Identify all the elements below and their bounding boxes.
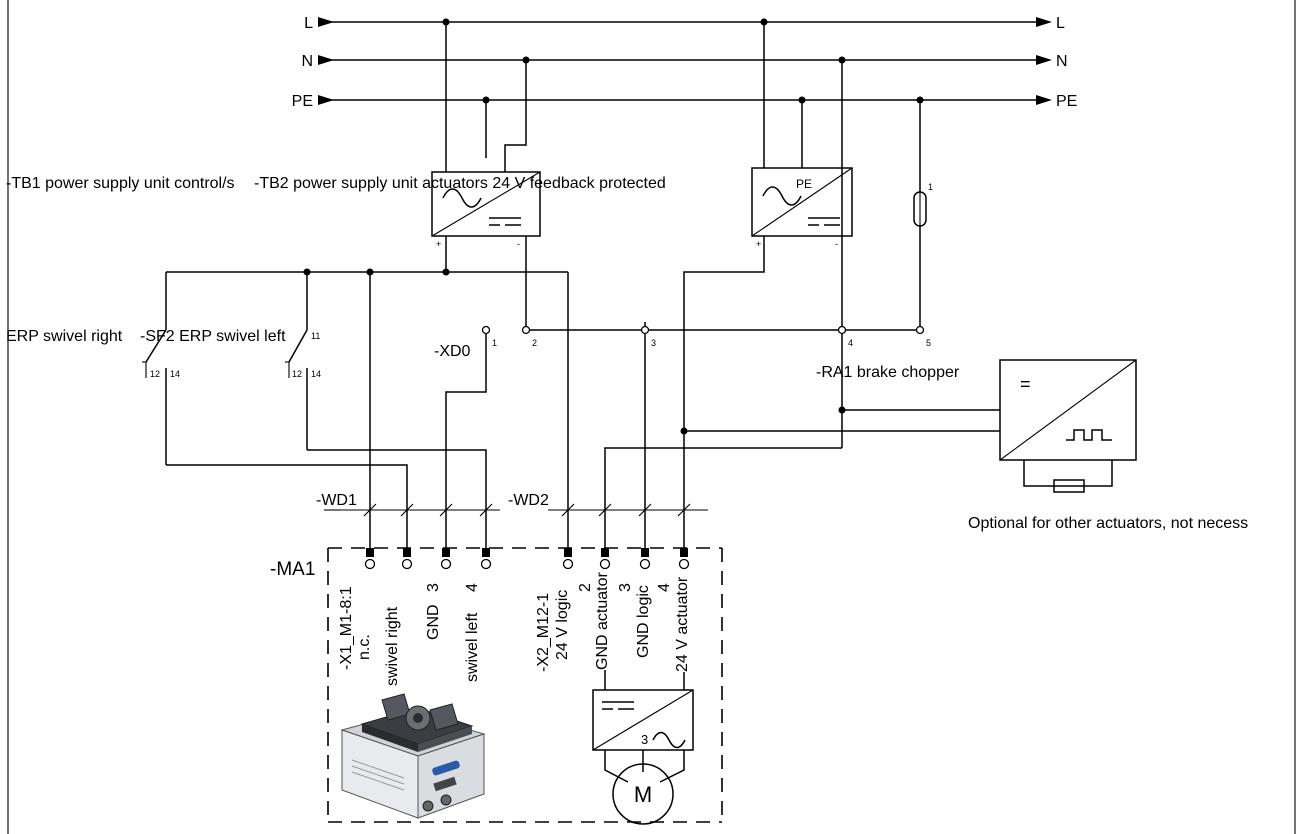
rail-n-in-label: N xyxy=(301,53,313,70)
xd0-pin-2: 2 xyxy=(532,338,537,348)
switch-contact-icon: 11 12 14 xyxy=(285,272,321,450)
tb1-label: -TB1 power supply unit control/s xyxy=(6,175,235,192)
tb2-minus-label: - xyxy=(835,239,838,249)
dc-symbol-icon xyxy=(602,701,634,710)
x2-pin2-num: 2 xyxy=(577,583,594,592)
sw1-14-label: 14 xyxy=(170,369,180,379)
x2-pin4-name: 24 V actuator xyxy=(674,576,691,672)
x1-pin3-name: GND xyxy=(425,604,442,640)
arrow-right-icon xyxy=(1036,55,1052,65)
tb1-minus-label: - xyxy=(517,239,520,249)
rail-l-in-label: L xyxy=(304,15,313,32)
rail-l: L L xyxy=(304,15,1065,32)
x1-pin4-name: swivel left xyxy=(464,612,481,682)
x1-pin1-name: n.c. xyxy=(356,634,373,660)
fuse-pin-label: 1 xyxy=(928,182,933,192)
arrow-right-icon xyxy=(1036,17,1052,27)
drawing-frame xyxy=(7,0,1296,834)
cable-wd2: -WD2 xyxy=(508,492,708,517)
tb2-power-supply: + - xyxy=(751,167,853,249)
ra1-label: -RA1 brake chopper xyxy=(816,364,960,381)
arrow-right-icon xyxy=(318,17,334,27)
fuse-icon: 1 xyxy=(913,182,933,227)
tb1-power-supply: + - xyxy=(431,171,541,249)
arrow-right-icon xyxy=(318,55,334,65)
dc-ac-converter: 3 xyxy=(592,689,694,751)
distribution-bus xyxy=(166,236,765,510)
x2-connector-pins xyxy=(562,548,690,570)
wd1-label: -WD1 xyxy=(316,492,357,509)
rail-pe-out-label: PE xyxy=(1056,93,1077,110)
x2-pin3-num: 3 xyxy=(617,583,634,592)
ma1-label: -MA1 xyxy=(270,559,315,580)
x2-pin4-num: 4 xyxy=(656,583,673,592)
rail-l-out-label: L xyxy=(1056,15,1065,32)
xd0-pin-3: 3 xyxy=(651,338,656,348)
xd0-pin-5: 5 xyxy=(926,338,931,348)
tb2-plus-label: + xyxy=(756,239,761,249)
x2-pin1-name: 24 V logic xyxy=(554,590,571,660)
x1-connector-label: -X1_M1-8:1 xyxy=(338,586,355,670)
gripper-module-image xyxy=(340,693,486,819)
motor-label: M xyxy=(634,782,652,807)
resistor-icon xyxy=(1053,479,1085,493)
x1-labels: -X1_M1-8:1 n.c. swivel right 3 GND 4 swi… xyxy=(338,583,481,686)
sw2-12-label: 12 xyxy=(292,369,302,379)
sine-wave-icon xyxy=(652,731,686,749)
rail-n: N N xyxy=(301,53,1067,70)
converter-phase-label: 3 xyxy=(641,732,648,747)
pulse-wave-icon xyxy=(1066,429,1112,441)
erp-left-label: -SF2 ERP swivel left xyxy=(140,328,286,345)
x1-pin2-name: swivel right xyxy=(384,606,401,686)
x2-connector-label: -X2_M12-1 xyxy=(535,593,552,672)
x1-pin4-num: 4 xyxy=(464,583,481,592)
cable-wd1: -WD1 xyxy=(316,492,500,517)
sine-wave-icon xyxy=(762,186,802,206)
x2-pin2-name: GND actuator xyxy=(594,572,611,670)
connector-wires xyxy=(369,510,685,548)
erp-right-label: ERP swivel right xyxy=(6,328,123,345)
rail-pe: PE PE xyxy=(292,93,1078,110)
x2-labels: -X2_M12-1 24 V logic 2 GND actuator 3 GN… xyxy=(535,572,691,672)
wd2-label: -WD2 xyxy=(508,492,549,509)
ra1-brake-chopper: = xyxy=(999,359,1137,493)
rail-n-out-label: N xyxy=(1056,53,1068,70)
ma1-enclosure xyxy=(327,547,723,823)
x1-connector-pins xyxy=(364,548,492,570)
x2-pin3-name: GND logic xyxy=(635,585,652,658)
rail-pe-in-label: PE xyxy=(292,93,313,110)
motor-icon: M xyxy=(604,750,685,825)
x1-pin3-num: 3 xyxy=(425,583,442,592)
arrow-right-icon xyxy=(318,95,334,105)
sw2-11-label: 11 xyxy=(311,331,320,341)
xd0-pin-1: 1 xyxy=(492,338,497,348)
dc-symbol-icon xyxy=(808,217,840,226)
rail-drops xyxy=(442,18,924,330)
ra1-dc-symbol: = xyxy=(1020,374,1031,394)
xd0-terminal: 1 2 3 4 5 xyxy=(481,322,931,348)
sw2-14-label: 14 xyxy=(311,369,321,379)
dc-symbol-icon xyxy=(489,217,521,226)
tb2-label: -TB2 power supply unit actuators 24 V fe… xyxy=(254,175,666,192)
optional-note: Optional for other actuators, not necess xyxy=(968,515,1248,532)
xd0-label: -XD0 xyxy=(434,343,471,360)
switch-contact-icon: 12 14 xyxy=(142,272,180,465)
tb1-plus-label: + xyxy=(436,239,441,249)
xd0-pin-4: 4 xyxy=(848,338,853,348)
tb2-pe-label: PE xyxy=(796,177,812,191)
arrow-right-icon xyxy=(1036,95,1052,105)
sw1-12-label: 12 xyxy=(150,369,160,379)
sine-wave-icon xyxy=(442,188,482,208)
